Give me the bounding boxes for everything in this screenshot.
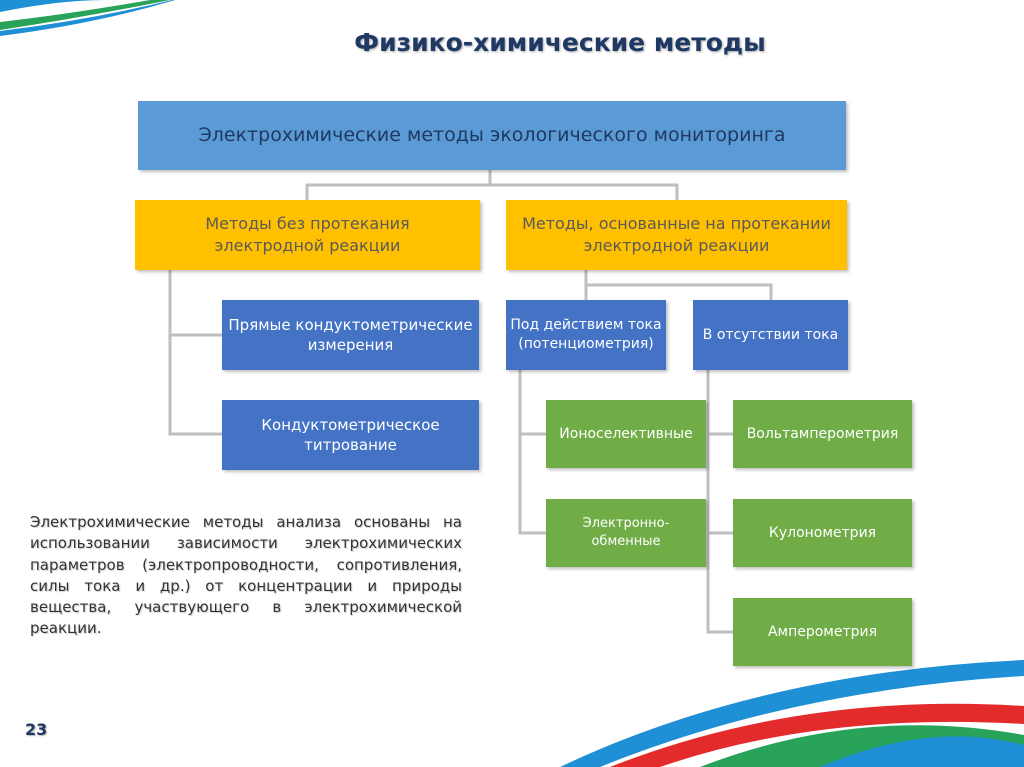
description-text: Электрохимические методы анализа основан…	[30, 513, 462, 638]
method-label-line: (потенциометрия)	[518, 336, 654, 352]
page-number: 23	[25, 720, 48, 739]
leaf-label: Амперометрия	[767, 623, 878, 640]
page-title: Физико-химические методы	[354, 28, 766, 57]
method-label-line: Под действием тока	[510, 317, 662, 334]
branch-no-electrode-reaction: Методы без протекания электродной реакци…	[135, 200, 480, 270]
leaf-label: Ионоселективные	[559, 425, 693, 442]
leaf-label-line: обменные	[591, 534, 661, 549]
root-label: Электрохимические методы экологического …	[198, 123, 786, 146]
branch-label-line: электродной реакции	[583, 236, 770, 255]
leaf-ion-selective: Ионоселективные	[546, 400, 706, 468]
method-label-line: титрование	[304, 436, 397, 454]
branch-label-line: Методы без протекания	[205, 214, 410, 234]
leaf-coulometry: Кулонометрия	[733, 499, 912, 567]
root-box: Электрохимические методы экологического …	[138, 101, 846, 170]
leaf-voltammetry: Вольтамперометрия	[733, 400, 912, 468]
leaf-electron-exchange: Электронно- обменные	[546, 499, 706, 567]
method-label-line: измерения	[307, 336, 394, 354]
method-label-line: Прямые кондуктометрические	[228, 315, 473, 334]
leaf-label: Кулонометрия	[768, 524, 877, 541]
leaf-label: Вольтамперометрия	[746, 425, 899, 442]
method-direct-conductometry: Прямые кондуктометрические измерения	[222, 300, 479, 370]
method-label: В отсутствии тока	[702, 326, 839, 343]
branch-label-line: Методы, основанные на протекании	[522, 214, 831, 234]
branch-electrode-reaction: Методы, основанные на протекании электро…	[506, 200, 847, 270]
method-with-current: Под действием тока (потенциометрия)	[506, 300, 666, 370]
method-without-current: В отсутствии тока	[693, 300, 848, 370]
leaf-amperometry: Амперометрия	[733, 598, 912, 666]
leaf-label-line: Электронно-	[582, 516, 670, 532]
method-label-line: Кондуктометрическое	[261, 415, 440, 434]
branch-label-line: электродной реакции	[214, 236, 401, 255]
method-conductometric-titration: Кондуктометрическое титрование	[222, 400, 479, 470]
